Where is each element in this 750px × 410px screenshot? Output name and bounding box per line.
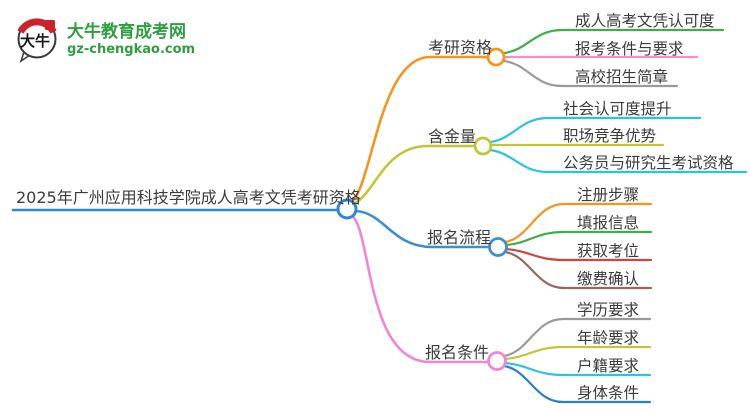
leaf-label-baokao-tiaojian[interactable]: 报考条件与要求 <box>575 40 684 58</box>
branch-label-kaoyan-zige[interactable]: 考研资格 <box>428 38 493 57</box>
leaf-label-xueli-yaoqiu[interactable]: 学历要求 <box>577 301 640 319</box>
leaf-line-xueli-yaoqiu <box>502 317 652 358</box>
site-domain: gz-chengkao.com <box>67 41 196 57</box>
root-node-circle[interactable] <box>336 198 358 220</box>
branch-line-baoming-tiaojian <box>349 213 490 364</box>
leaf-label-huoqu-kaowei[interactable]: 获取考位 <box>577 242 640 260</box>
leaf-label-kaoshi-zige[interactable]: 公务员与研究生考试资格 <box>563 154 734 172</box>
leaf-line-huoqu-kaowei <box>504 247 653 262</box>
daniu-logo-icon: 大牛 <box>17 18 57 63</box>
branch-node-circle-baoming-liucheng[interactable] <box>488 237 508 257</box>
branch-line-hanjinliang <box>349 144 477 207</box>
leaf-label-tianbao-xinxi[interactable]: 填报信息 <box>577 214 640 232</box>
leaf-line-shenti-tiaojian <box>502 364 652 404</box>
leaf-label-nianling-yaoqiu[interactable]: 年龄要求 <box>577 329 640 347</box>
leaf-line-jiaofei-queren <box>503 250 653 290</box>
branch-label-baoming-liucheng[interactable]: 报名流程 <box>427 228 492 247</box>
branch-label-hanjinliang[interactable]: 含金量 <box>428 127 477 146</box>
leaf-label-huji-yaoqiu[interactable]: 户籍要求 <box>577 357 640 375</box>
leaf-label-shenti-tiaojian[interactable]: 身体条件 <box>577 384 640 402</box>
branch-label-baoming-tiaojian[interactable]: 报名条件 <box>425 343 490 362</box>
leaf-label-renkedu[interactable]: 成人高考文凭认可度 <box>575 12 715 30</box>
branch-node-circle-baoming-tiaojian[interactable] <box>487 351 507 371</box>
logo-icon-text: 大牛 <box>20 32 50 50</box>
leaf-label-zhaosheng-jianzhang[interactable]: 高校招生简章 <box>575 68 669 86</box>
leaf-label-zhichang-youshi[interactable]: 职场竞争优势 <box>563 127 657 145</box>
branch-node-circle-hanjinliang[interactable] <box>473 136 493 156</box>
leaf-line-kaoshi-zige <box>488 148 748 174</box>
branch-line-kaoyan-zige <box>348 55 489 205</box>
site-name: 大牛教育成考网 <box>67 21 186 42</box>
leaf-label-shehui-renke[interactable]: 社会认可度提升 <box>563 100 672 118</box>
leaf-label-zhuce-buzhou[interactable]: 注册步骤 <box>577 186 640 204</box>
site-logo[interactable]: 大牛 大牛教育成考网 gz-chengkao.com <box>14 14 195 64</box>
leaf-line-shehui-renke <box>488 116 702 144</box>
root-node-label[interactable]: 2025年广州应用科技学院成人高考文凭考研资格 <box>16 188 361 207</box>
leaf-line-nianling-yaoqiu <box>503 345 652 361</box>
leaf-line-renkedu <box>502 28 725 55</box>
branch-line-baoming-liucheng <box>354 209 491 249</box>
leaf-label-jiaofei-queren[interactable]: 缴费确认 <box>577 270 640 288</box>
leaf-line-zhaosheng-jianzhang <box>502 59 679 88</box>
branch-node-circle-kaoyan-zige[interactable] <box>486 47 506 67</box>
leaf-line-huji-yaoqiu <box>503 361 652 377</box>
leaf-line-tianbao-xinxi <box>504 230 653 247</box>
leaf-line-zhuce-buzhou <box>503 202 653 244</box>
